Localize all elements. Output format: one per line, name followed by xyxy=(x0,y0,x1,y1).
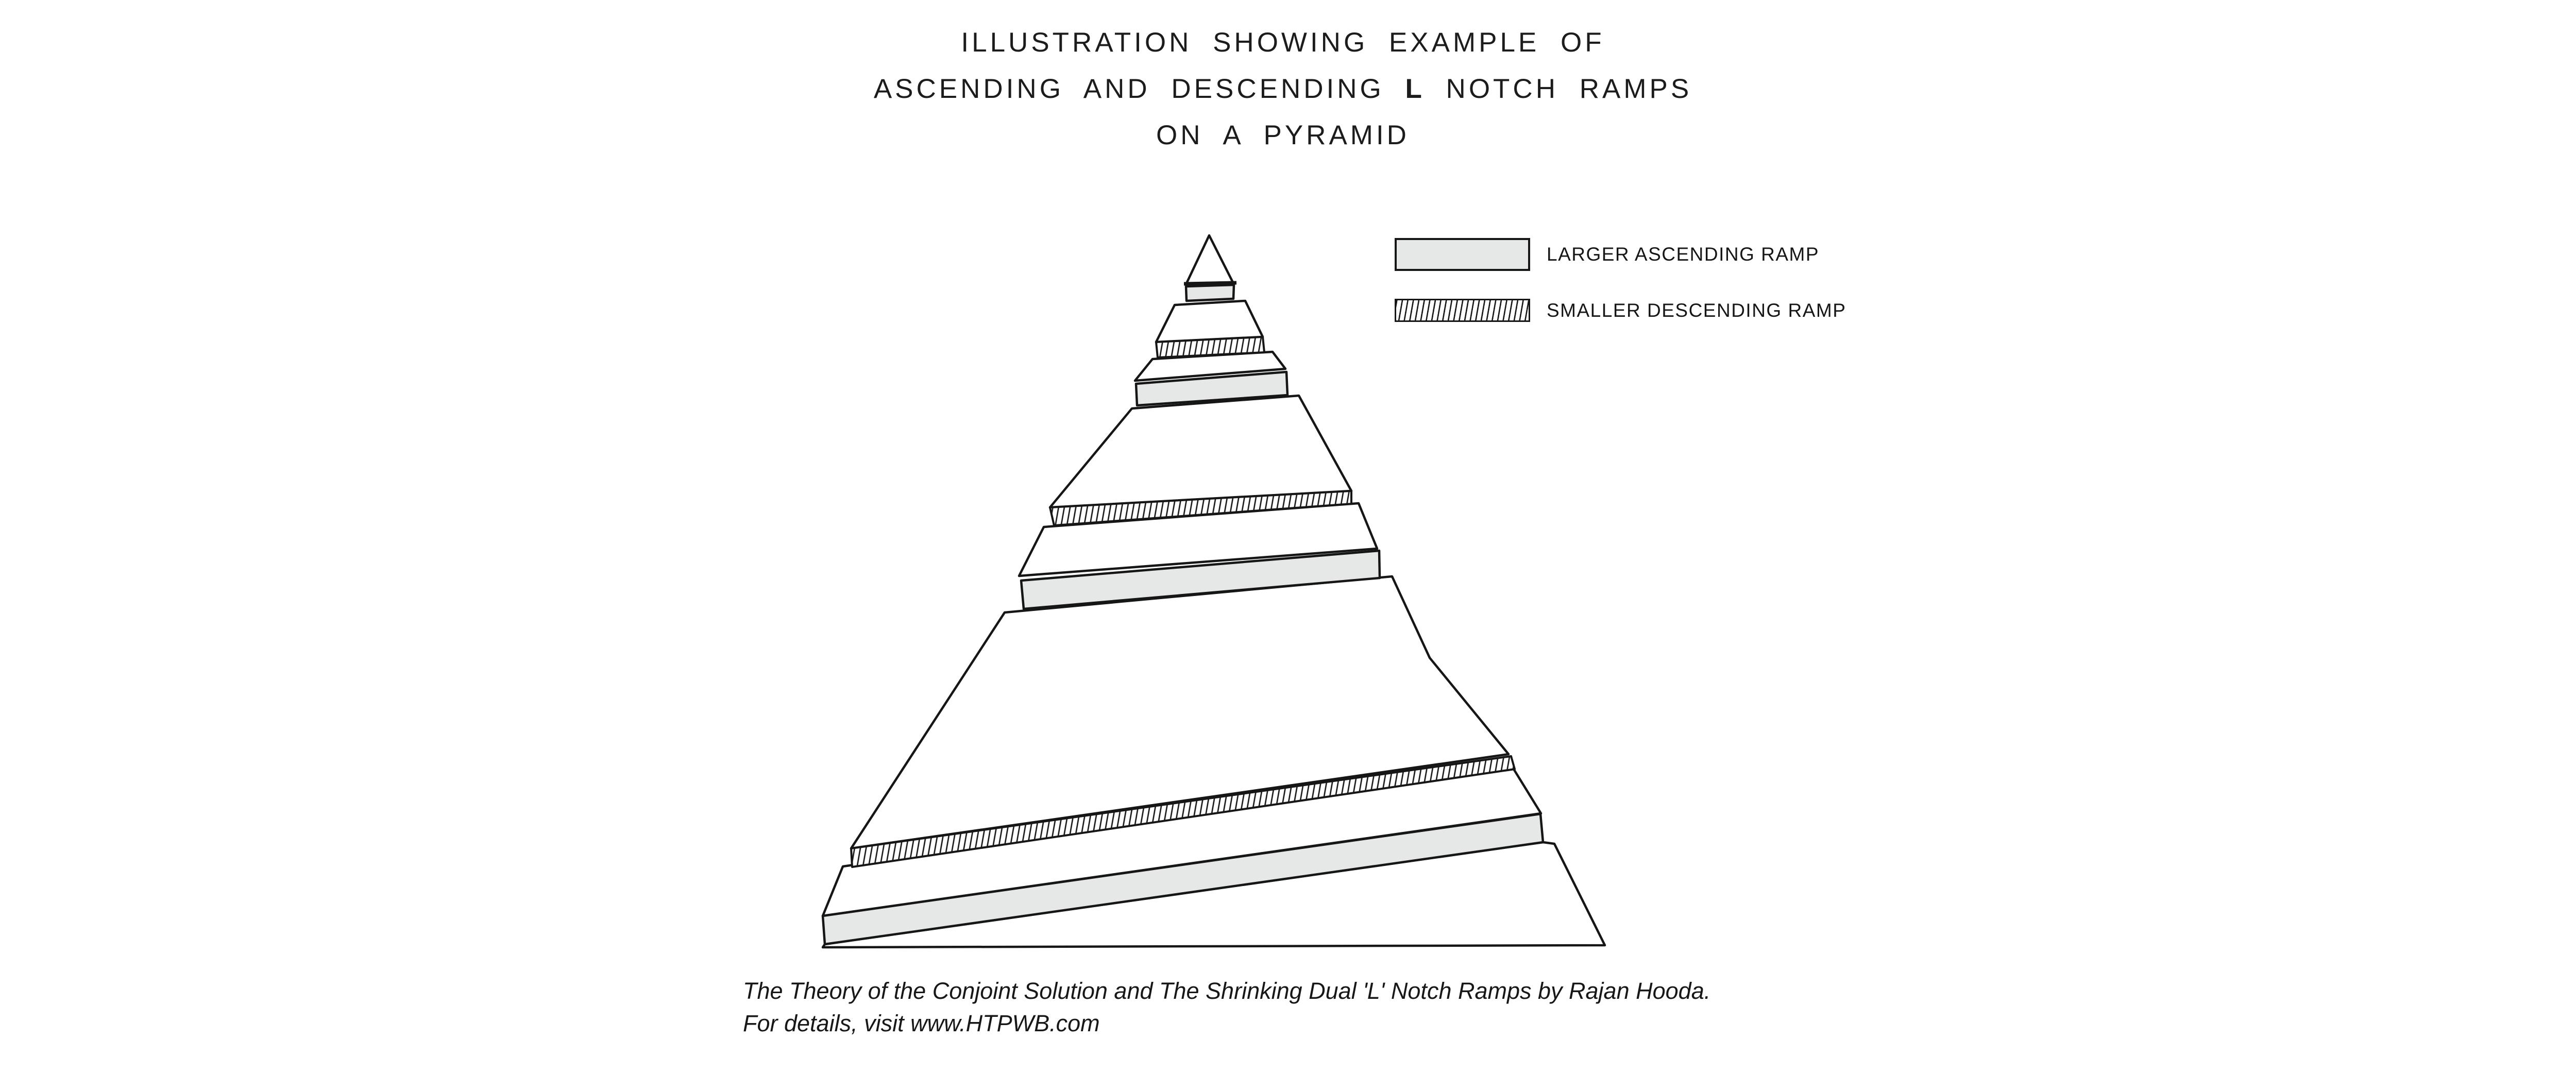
descending-ramp-2 xyxy=(1049,490,1352,526)
title-line-2-bold-l: L xyxy=(1405,74,1425,104)
descending-ramp-1 xyxy=(1155,336,1265,359)
title-line-2-prefix: ASCENDING AND DESCENDING xyxy=(873,74,1405,104)
ascending-ramp-3 xyxy=(1020,549,1381,610)
title-line-2-suffix: NOTCH RAMPS xyxy=(1425,74,1692,104)
title-line-3: ON A PYRAMID xyxy=(1156,120,1410,150)
legend-swatch-descending-ramp xyxy=(1395,299,1530,322)
ascending-ramp-1 xyxy=(1184,283,1235,302)
caption-line-2: For details, visit www.HTPWB.com xyxy=(743,1010,1100,1036)
legend-label-descending-ramp: SMALLER DESCENDING RAMP xyxy=(1547,300,1846,321)
ascending-ramp-2 xyxy=(1134,370,1289,407)
page-title: ILLUSTRATION SHOWING EXAMPLE OF ASCENDIN… xyxy=(639,20,1927,159)
title-line-1: ILLUSTRATION SHOWING EXAMPLE OF xyxy=(961,27,1605,58)
ascending-ramp-4 xyxy=(821,812,1545,946)
caption-line-1: The Theory of the Conjoint Solution and … xyxy=(743,978,1711,1004)
caption: The Theory of the Conjoint Solution and … xyxy=(743,975,1979,1040)
pyramid-face-1 xyxy=(1155,299,1264,344)
pyramid-apex xyxy=(1185,234,1234,285)
title-line-2: ASCENDING AND DESCENDING L NOTCH RAMPS xyxy=(639,66,1927,112)
legend-swatch-ascending-ramp xyxy=(1395,238,1530,271)
pyramid-face-3 xyxy=(1048,394,1353,509)
apex-cap-line xyxy=(1183,281,1237,286)
descending-ramp-3 xyxy=(850,755,1516,868)
legend-label-ascending-ramp: LARGER ASCENDING RAMP xyxy=(1547,244,1820,265)
